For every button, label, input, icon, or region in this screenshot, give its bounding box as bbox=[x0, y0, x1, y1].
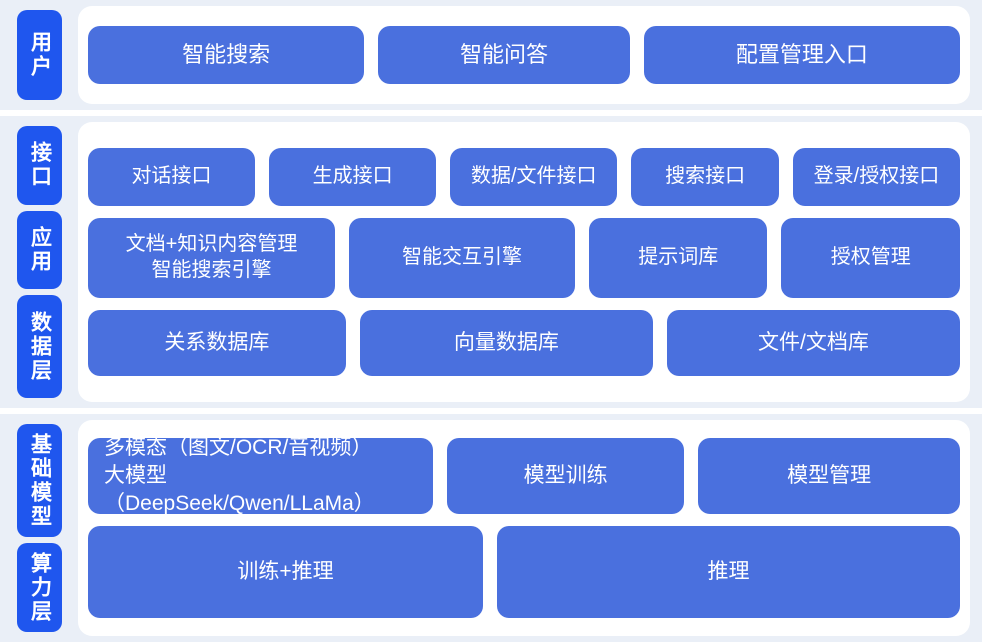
rail-tab-compute-layer[interactable]: 算力层 bbox=[17, 543, 62, 632]
rail-user: 用户 bbox=[0, 0, 78, 110]
rail-tab-label: 应用 bbox=[28, 226, 52, 274]
node-generation-api[interactable]: 生成接口 bbox=[269, 148, 437, 206]
node-smart-interaction-engine[interactable]: 智能交互引擎 bbox=[348, 218, 575, 298]
band-user: 用户 智能搜索 智能问答 配置管理入口 bbox=[0, 0, 982, 110]
row-application: 文档+知识内容管理 智能搜索引擎 智能交互引擎 提示词库 授权管理 bbox=[88, 218, 960, 298]
rail-tab-label: 基础模型 bbox=[28, 432, 52, 529]
rail-middle: 接口 应用 数据层 bbox=[0, 116, 78, 408]
rail-tab-label: 用户 bbox=[28, 31, 52, 79]
rail-tab-data-layer[interactable]: 数据层 bbox=[17, 295, 62, 399]
band-separator-top bbox=[0, 110, 982, 116]
rail-tab-interface[interactable]: 接口 bbox=[17, 126, 62, 205]
rail-tab-application[interactable]: 应用 bbox=[17, 210, 62, 290]
row-foundation-model: 多模态（图文/OCR/音视频） 大模型（DeepSeek/Qwen/LLaMa）… bbox=[88, 436, 960, 515]
rail-tab-label: 数据层 bbox=[28, 310, 52, 383]
rail-tab-label: 算力层 bbox=[28, 551, 52, 624]
node-smart-search[interactable]: 智能搜索 bbox=[88, 26, 365, 84]
node-smart-qa[interactable]: 智能问答 bbox=[378, 26, 630, 84]
node-login-auth-api[interactable]: 登录/授权接口 bbox=[792, 148, 960, 206]
node-relational-database[interactable]: 关系数据库 bbox=[88, 310, 346, 376]
node-model-training[interactable]: 模型训练 bbox=[447, 438, 685, 514]
rail-base: 基础模型 算力层 bbox=[0, 414, 78, 642]
row-data-layer: 关系数据库 向量数据库 文件/文档库 bbox=[88, 310, 961, 376]
node-data-file-api[interactable]: 数据/文件接口 bbox=[450, 148, 618, 206]
row-interface: 对话接口 生成接口 数据/文件接口 搜索接口 登录/授权接口 bbox=[88, 148, 960, 206]
node-doc-knowledge-management[interactable]: 文档+知识内容管理 智能搜索引擎 bbox=[88, 218, 335, 298]
rail-tab-foundation-model[interactable]: 基础模型 bbox=[17, 424, 62, 537]
band-base: 基础模型 算力层 多模态（图文/OCR/音视频） 大模型（DeepSeek/Qw… bbox=[0, 414, 982, 642]
node-search-api[interactable]: 搜索接口 bbox=[631, 148, 779, 206]
node-model-management[interactable]: 模型管理 bbox=[698, 438, 960, 514]
node-dialog-api[interactable]: 对话接口 bbox=[88, 148, 256, 206]
band-separator-bottom bbox=[0, 408, 982, 414]
rail-tab-user[interactable]: 用户 bbox=[17, 10, 62, 100]
node-file-document-store[interactable]: 文件/文档库 bbox=[666, 310, 961, 376]
card-user: 智能搜索 智能问答 配置管理入口 bbox=[78, 6, 970, 104]
node-vector-database[interactable]: 向量数据库 bbox=[359, 310, 653, 376]
card-middle: 对话接口 生成接口 数据/文件接口 搜索接口 登录/授权接口 文档+知识内容管理… bbox=[78, 122, 970, 402]
row-user: 智能搜索 智能问答 配置管理入口 bbox=[88, 26, 960, 84]
node-multimodal-large-model[interactable]: 多模态（图文/OCR/音视频） 大模型（DeepSeek/Qwen/LLaMa） bbox=[88, 436, 434, 515]
rail-tab-label: 接口 bbox=[28, 141, 52, 190]
node-authorization-management[interactable]: 授权管理 bbox=[781, 218, 960, 298]
node-config-management-entry[interactable]: 配置管理入口 bbox=[643, 26, 960, 84]
row-compute-layer: 训练+推理 推理 bbox=[88, 526, 960, 618]
node-training-and-inference[interactable]: 训练+推理 bbox=[88, 526, 483, 618]
card-base: 多模态（图文/OCR/音视频） 大模型（DeepSeek/Qwen/LLaMa）… bbox=[78, 420, 970, 636]
band-middle: 接口 应用 数据层 对话接口 生成接口 数据/文件接口 搜索接口 登录/授权接口… bbox=[0, 116, 982, 408]
node-prompt-library[interactable]: 提示词库 bbox=[588, 218, 768, 298]
node-inference[interactable]: 推理 bbox=[496, 526, 960, 618]
